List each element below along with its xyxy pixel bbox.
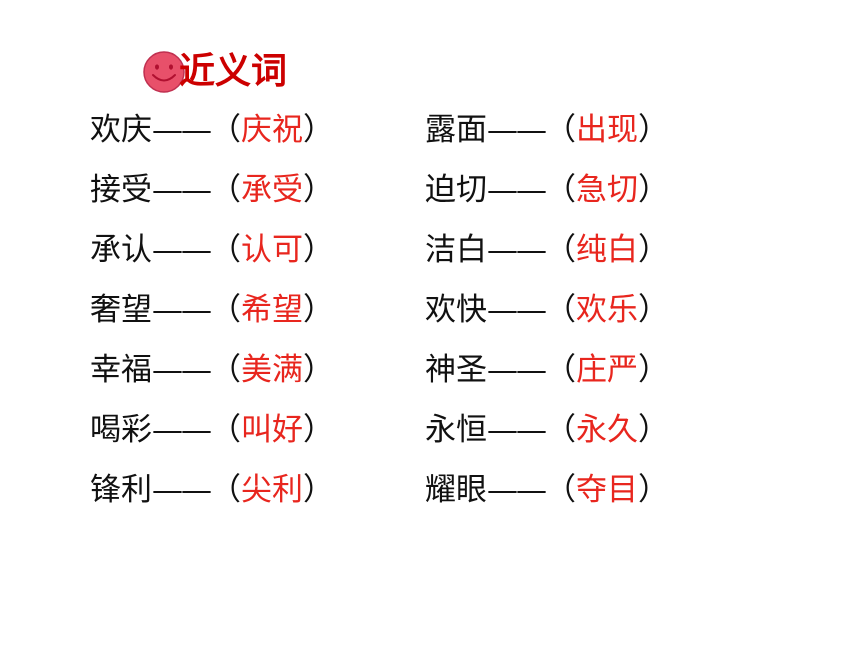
- title-text: 近义词: [179, 51, 288, 92]
- open-paren: （: [545, 232, 576, 268]
- word: 奢望: [90, 292, 152, 328]
- synonym-answer: 纯白: [576, 232, 638, 268]
- close-paren: ）: [303, 172, 334, 208]
- close-paren: ）: [638, 412, 669, 448]
- open-paren: （: [545, 172, 576, 208]
- word: 欢快: [425, 292, 487, 328]
- open-paren: （: [210, 292, 241, 328]
- open-paren: （: [210, 472, 241, 508]
- word: 神圣: [425, 352, 487, 388]
- synonym-answer: 庄严: [576, 352, 638, 388]
- close-paren: ）: [638, 232, 669, 268]
- open-paren: （: [210, 412, 241, 448]
- word: 露面: [425, 112, 487, 148]
- synonym-answer: 永久: [576, 412, 638, 448]
- synonym-answer: 叫好: [241, 412, 303, 448]
- close-paren: ）: [303, 412, 334, 448]
- dash: ——: [487, 292, 547, 328]
- dash: ——: [487, 352, 547, 388]
- right-pair-row: 永恒——（永久）: [425, 410, 669, 450]
- dash: ——: [152, 292, 212, 328]
- right-pair-row: 露面——（出现）: [425, 110, 669, 150]
- open-paren: （: [210, 112, 241, 148]
- smiley-face-icon: [143, 51, 185, 93]
- close-paren: ）: [638, 172, 669, 208]
- word: 锋利: [90, 472, 152, 508]
- dash: ——: [152, 472, 212, 508]
- left-pair-row: 奢望——（希望）: [90, 290, 334, 330]
- open-paren: （: [545, 412, 576, 448]
- close-paren: ）: [638, 292, 669, 328]
- left-pair-row: 承认——（认可）: [90, 230, 334, 270]
- synonym-answer: 尖利: [241, 472, 303, 508]
- word: 永恒: [425, 412, 487, 448]
- left-pair-row: 喝彩——（叫好）: [90, 410, 334, 450]
- dash: ——: [487, 172, 547, 208]
- dash: ——: [152, 352, 212, 388]
- synonym-answer: 美满: [241, 352, 303, 388]
- word: 欢庆: [90, 112, 152, 148]
- dash: ——: [152, 412, 212, 448]
- dash: ——: [487, 412, 547, 448]
- synonym-answer: 欢乐: [576, 292, 638, 328]
- left-pair-row: 锋利——（尖利）: [90, 470, 334, 510]
- dash: ——: [152, 172, 212, 208]
- synonym-answer: 夺目: [576, 472, 638, 508]
- open-paren: （: [210, 172, 241, 208]
- right-pair-row: 耀眼——（夺目）: [425, 470, 669, 510]
- synonym-answer: 出现: [576, 112, 638, 148]
- synonym-answer: 承受: [241, 172, 303, 208]
- close-paren: ）: [303, 292, 334, 328]
- close-paren: ）: [638, 472, 669, 508]
- open-paren: （: [545, 292, 576, 328]
- synonym-answer: 认可: [241, 232, 303, 268]
- right-pair-row: 欢快——（欢乐）: [425, 290, 669, 330]
- open-paren: （: [210, 352, 241, 388]
- dash: ——: [487, 112, 547, 148]
- dash: ——: [152, 232, 212, 268]
- word: 迫切: [425, 172, 487, 208]
- open-paren: （: [545, 112, 576, 148]
- close-paren: ）: [303, 232, 334, 268]
- right-pair-row: 迫切——（急切）: [425, 170, 669, 210]
- synonym-answer: 希望: [241, 292, 303, 328]
- close-paren: ）: [303, 112, 334, 148]
- close-paren: ）: [303, 352, 334, 388]
- open-paren: （: [545, 472, 576, 508]
- right-pair-row: 洁白——（纯白）: [425, 230, 669, 270]
- close-paren: ）: [638, 112, 669, 148]
- word: 幸福: [90, 352, 152, 388]
- left-pair-row: 幸福——（美满）: [90, 350, 334, 390]
- word: 接受: [90, 172, 152, 208]
- word: 洁白: [425, 232, 487, 268]
- right-pair-row: 神圣——（庄严）: [425, 350, 669, 390]
- dash: ——: [487, 232, 547, 268]
- word: 喝彩: [90, 412, 152, 448]
- open-paren: （: [545, 352, 576, 388]
- word: 承认: [90, 232, 152, 268]
- word: 耀眼: [425, 472, 487, 508]
- dash: ——: [487, 472, 547, 508]
- close-paren: ）: [303, 472, 334, 508]
- left-pair-row: 欢庆——（庆祝）: [90, 110, 334, 150]
- synonym-answer: 庆祝: [241, 112, 303, 148]
- close-paren: ）: [638, 352, 669, 388]
- left-pair-row: 接受——（承受）: [90, 170, 334, 210]
- synonym-answer: 急切: [576, 172, 638, 208]
- open-paren: （: [210, 232, 241, 268]
- dash: ——: [152, 112, 212, 148]
